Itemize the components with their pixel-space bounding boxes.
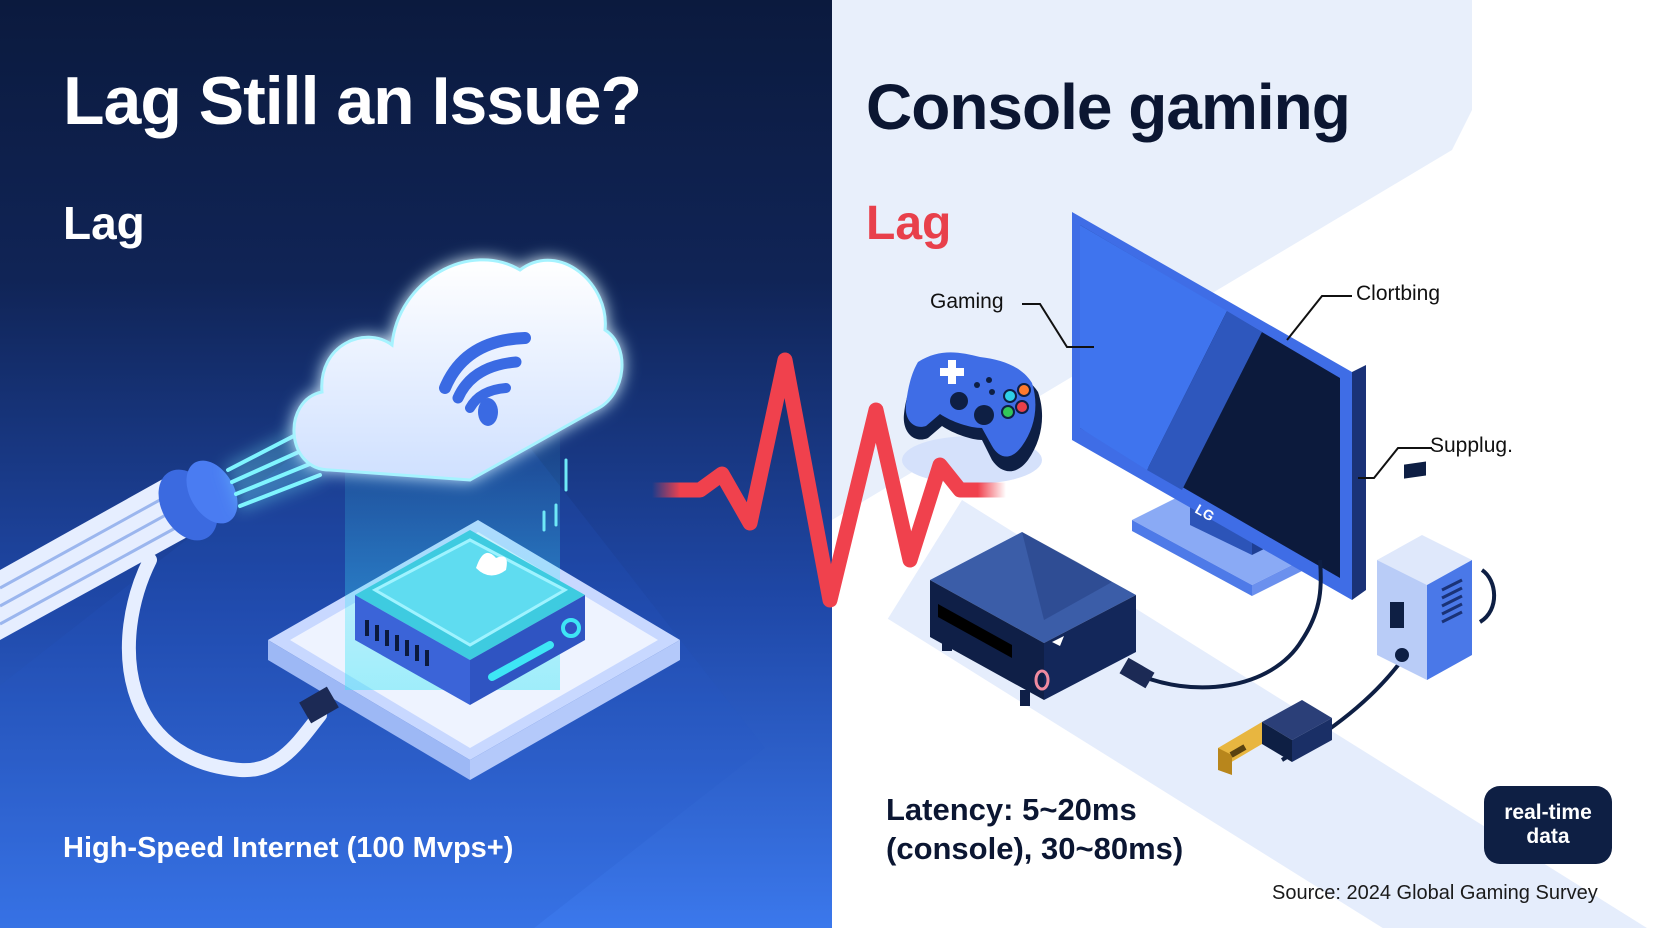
real-time-data-badge: real-time data — [1484, 786, 1612, 864]
latency-stats: Latency: 5~20ms (console), 30~80ms) — [886, 790, 1183, 868]
right-title: Console gaming — [866, 71, 1351, 143]
left-panel-internet: Lag Still an Issue? Lag — [0, 0, 832, 928]
power-supply-icon — [1377, 461, 1472, 680]
right-panel-console: Console gaming Lag LG — [832, 0, 1664, 928]
callout-clortbing: Clortbing — [1356, 282, 1441, 305]
usb-plug-icon — [1218, 700, 1332, 775]
left-subtitle: Lag — [63, 197, 145, 249]
latency-line-1: Latency: 5~20ms — [886, 792, 1137, 827]
wifi-icon — [439, 332, 531, 426]
cloud-glyph — [476, 552, 507, 576]
badge-line-1: real-time — [1504, 801, 1592, 824]
game-console-icon — [930, 532, 1136, 706]
source-citation: Source: 2024 Global Gaming Survey — [1272, 882, 1598, 904]
console-illustration: LG — [902, 212, 1497, 775]
callout-gaming: Gaming — [930, 290, 1004, 313]
left-title: Lag Still an Issue? — [63, 63, 642, 139]
internet-illustration — [0, 258, 680, 780]
fiber-cable — [0, 423, 339, 778]
callout-supplug: Supplug. — [1430, 434, 1513, 457]
monitor: LG — [1072, 212, 1366, 600]
internet-speed-caption: High-Speed Internet (100 Mvps+) — [63, 832, 514, 864]
right-subtitle-lag: Lag — [866, 197, 952, 250]
callout-lines — [1022, 295, 1432, 479]
router-device — [355, 530, 585, 705]
badge-line-2: data — [1526, 825, 1570, 848]
latency-line-2: (console), 30~80ms) — [886, 831, 1184, 866]
